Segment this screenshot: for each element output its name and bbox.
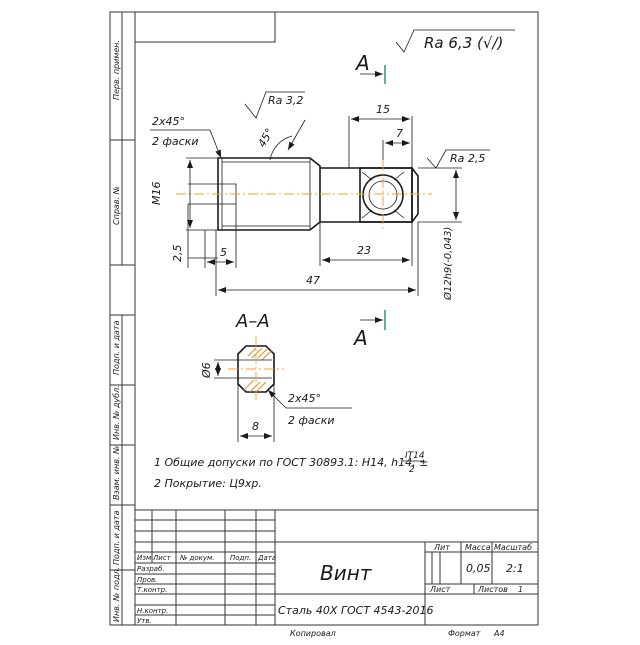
section-letter-bottom: A xyxy=(352,326,368,350)
col-podp: Подп. xyxy=(230,554,251,562)
section-mark-top: A xyxy=(354,51,386,84)
footer-format: Формат xyxy=(448,629,481,638)
mass-label: Масса xyxy=(465,543,491,552)
note-frac-den: 2 xyxy=(409,465,415,475)
thread-label: M16 xyxy=(150,182,163,206)
part-material: Сталь 40Х ГОСТ 4543-2016 xyxy=(278,604,434,617)
note-frac-num: IT14 xyxy=(405,451,425,461)
stamp-inv-podl: Инв. № подл. xyxy=(112,567,121,622)
section-title: А–А xyxy=(235,311,270,332)
general-roughness: Ra 6,3 (√/) xyxy=(395,29,515,53)
main-dimensions: 2x45° 2 фаски Ra 3,2 45° M16 15 7 Ra 2,5… xyxy=(150,91,490,301)
title-block: Изм Лист № докум. Подп. Дата Разраб. Про… xyxy=(134,509,539,626)
roughness-general-text: Ra 6,3 (√/) xyxy=(424,34,503,52)
row-razrab: Разраб. xyxy=(137,565,165,573)
outer-frame xyxy=(109,11,539,626)
diameter-label: Ø12h9(-0,043) xyxy=(442,227,454,301)
chamfer-left-2: 2 фаски xyxy=(152,135,198,148)
stamp-podp2: Подп. и дата xyxy=(112,510,121,565)
note-2: 2 Покрытие: Ц9хр. xyxy=(154,477,262,490)
col-doc: № докум. xyxy=(179,554,215,562)
chamfer-left-1: 2x45° xyxy=(152,115,185,128)
row-prov: Пров. xyxy=(137,576,157,584)
scale-label: Масштаб xyxy=(494,543,532,552)
stamp-vzam: Взам. инв. № xyxy=(112,446,121,500)
scale-value: 2:1 xyxy=(506,562,524,575)
stamp-inv-dubl: Инв. № дубл. xyxy=(112,385,121,440)
dim-7: 7 xyxy=(396,127,403,140)
inner-frame xyxy=(134,11,539,626)
roughness-right-text: Ra 2,5 xyxy=(450,152,485,165)
row-tkontr: Т.контр. xyxy=(137,586,167,594)
lit-label: Лит xyxy=(433,543,450,552)
section-view: А–А Ø6 2x45° 2 фаски 8 xyxy=(200,311,352,442)
section-mark-bottom: A xyxy=(352,310,386,350)
stamp-perv: Перв. примен. xyxy=(112,40,121,100)
section-chamfer-1: 2x45° xyxy=(288,392,321,405)
dim-15: 15 xyxy=(376,103,390,116)
side-stamp-column: Перв. примен. Справ. № Подп. и дата Инв.… xyxy=(110,11,135,625)
footer-format-value: А4 xyxy=(493,629,505,638)
dim-47: 47 xyxy=(306,274,320,287)
col-izm: Изм xyxy=(137,554,152,562)
col-list: Лист xyxy=(152,554,172,562)
section-chamfer-2: 2 фаски xyxy=(288,414,334,427)
note-1: 1 Общие допуски по ГОСТ 30893.1: H14, h1… xyxy=(154,456,428,469)
section-letter-top: A xyxy=(354,51,370,75)
dim-23: 23 xyxy=(357,244,371,257)
sheets-value: 1 xyxy=(518,585,523,594)
row-nkontr: Н.контр. xyxy=(137,607,168,615)
dim-8: 8 xyxy=(252,420,259,433)
roughness-top-text: Ra 3,2 xyxy=(268,94,303,107)
section-diam: Ø6 xyxy=(200,362,213,379)
technical-notes: 1 Общие допуски по ГОСТ 30893.1: H14, h1… xyxy=(154,451,428,490)
footer-copied: Копировал xyxy=(290,629,336,638)
sheet-label: Лист xyxy=(429,585,451,594)
col-date: Дата xyxy=(257,554,276,562)
part-main-view xyxy=(176,157,432,232)
angle-text: 45° xyxy=(255,126,276,149)
row-utv: Утв. xyxy=(137,617,152,625)
top-stamp xyxy=(134,12,276,43)
dim-5: 5 xyxy=(220,246,227,259)
sheets-label: Листов xyxy=(477,585,508,594)
stamp-podp1: Подп. и дата xyxy=(112,320,121,375)
dim-2-5: 2,5 xyxy=(171,245,184,263)
part-name: Винт xyxy=(320,561,373,585)
stamp-sprav: Справ. № xyxy=(112,186,121,225)
footer: Копировал Формат А4 xyxy=(290,629,505,638)
mass-value: 0,05 xyxy=(466,562,491,575)
